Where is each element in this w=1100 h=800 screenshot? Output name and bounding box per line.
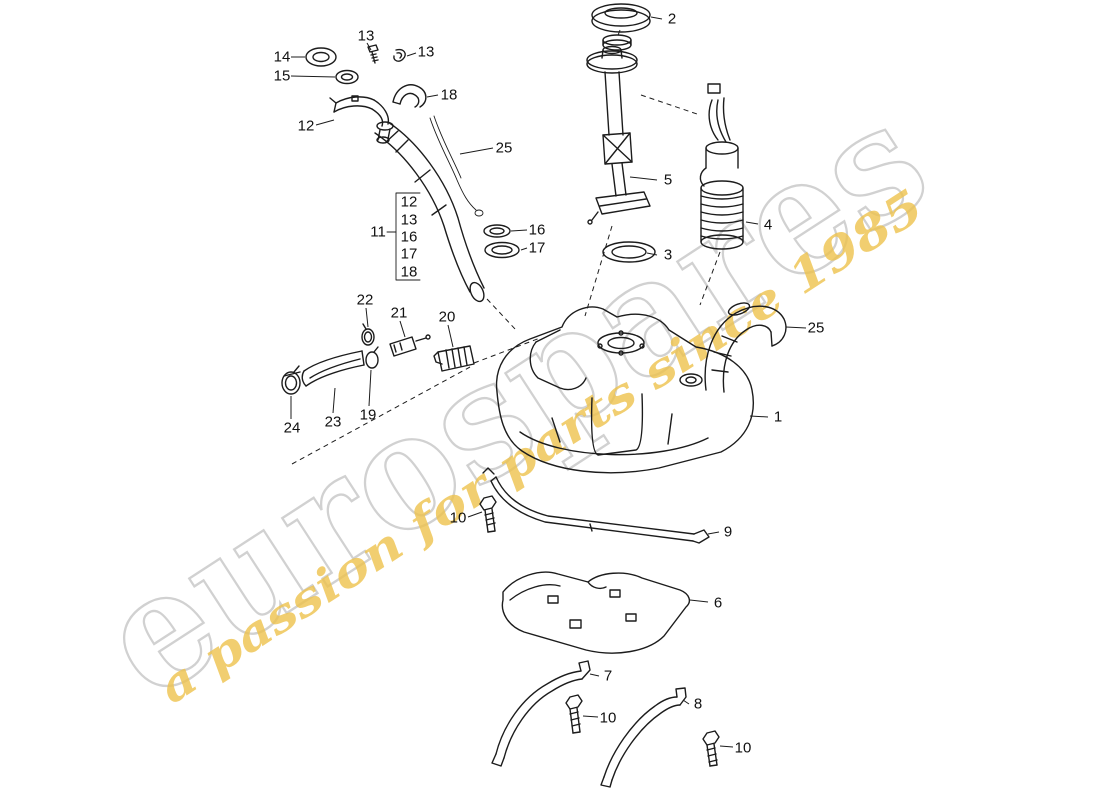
seal-ring-drawing	[602, 241, 656, 263]
part-callout-20[interactable]: 20	[438, 308, 456, 326]
part-callout-22[interactable]: 22	[356, 291, 374, 309]
skid-plate-drawing	[501, 571, 691, 654]
part-callout-17[interactable]: 17	[400, 245, 418, 263]
part-callout-10[interactable]: 10	[599, 709, 617, 727]
part-callout-18[interactable]: 18	[440, 86, 458, 104]
part-callout-14[interactable]: 14	[273, 48, 291, 66]
part-callout-15[interactable]: 15	[273, 67, 291, 85]
part-callout-10[interactable]: 10	[734, 739, 752, 757]
part-callout-13[interactable]: 13	[357, 27, 375, 45]
part-callout-19[interactable]: 19	[359, 406, 377, 424]
fuel-tank-drawing	[495, 306, 754, 474]
part-callout-18[interactable]: 18	[400, 263, 418, 281]
screw-10c-drawing	[702, 730, 720, 767]
screw-10a-drawing	[479, 495, 497, 533]
part-callout-13[interactable]: 13	[417, 43, 435, 61]
filler-hose-drawing	[704, 302, 787, 393]
part-callout-6[interactable]: 6	[713, 594, 723, 612]
strap-7-drawing	[491, 660, 591, 767]
watermark: eurospares a passion for parts since 198…	[69, 65, 961, 735]
part-callout-5[interactable]: 5	[663, 171, 673, 189]
part-callout-2[interactable]: 2	[667, 10, 677, 28]
part-callout-13[interactable]: 13	[400, 211, 418, 229]
part-callout-12[interactable]: 12	[400, 193, 418, 211]
part-callout-7[interactable]: 7	[603, 667, 613, 685]
filler-pipe-drawing	[374, 121, 485, 303]
part-callout-16[interactable]: 16	[400, 228, 418, 246]
part-callout-4[interactable]: 4	[763, 216, 773, 234]
part-callout-23[interactable]: 23	[324, 413, 342, 431]
leader-lines	[290, 16, 807, 748]
watermark-tagline: a passion for parts since 1985	[148, 179, 932, 714]
gasket-ring-drawing	[483, 224, 520, 259]
filler-neck-drawing	[305, 44, 427, 144]
fuel-level-sender-drawing	[586, 45, 651, 225]
part-callout-24[interactable]: 24	[283, 419, 301, 437]
vent-line-drawing	[429, 115, 484, 217]
part-callout-10[interactable]: 10	[449, 509, 467, 527]
part-callout-25[interactable]: 25	[807, 319, 825, 337]
part-callout-12[interactable]: 12	[297, 117, 315, 135]
assembly-dashed-lines	[291, 29, 721, 465]
fuel-pump-drawing	[699, 83, 744, 250]
strap-9-drawing	[482, 467, 710, 544]
part-callout-3[interactable]: 3	[663, 246, 673, 264]
part-callout-25[interactable]: 25	[495, 139, 513, 157]
strap-8-drawing	[600, 687, 687, 788]
part-callout-11[interactable]: 11	[370, 223, 386, 241]
vent-valve-group-drawing	[281, 323, 475, 395]
part-callout-17[interactable]: 17	[528, 239, 546, 257]
part-callout-21[interactable]: 21	[390, 304, 408, 322]
part-callout-9[interactable]: 9	[723, 523, 733, 541]
filler-cap-drawing	[591, 3, 651, 51]
part-callout-1[interactable]: 1	[773, 408, 783, 426]
callout-bracket-11	[386, 192, 421, 281]
part-callout-16[interactable]: 16	[528, 221, 546, 239]
part-callout-8[interactable]: 8	[693, 695, 703, 713]
screw-10b-drawing	[565, 694, 583, 734]
